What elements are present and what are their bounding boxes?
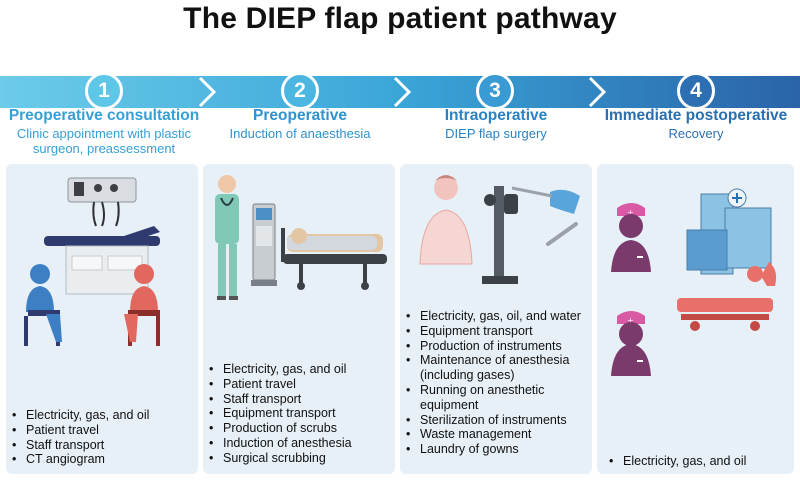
svg-text:+: + <box>627 316 634 325</box>
step-subtitle-4: Recovery <box>668 126 724 141</box>
chevron-2 <box>393 76 412 108</box>
step-subtitle-3: DIEP flap surgery <box>445 126 547 141</box>
induction-illustration <box>215 175 387 300</box>
step-circle-3: 3 <box>476 72 514 110</box>
list-item: Production of scrubs <box>207 421 352 436</box>
step-number-2: 2 <box>294 79 306 102</box>
list-item: Electricity, gas, and oil <box>207 362 352 377</box>
list-preoperative-consultation: Electricity, gas, and oil Patient travel… <box>10 408 149 467</box>
list-item: Induction of anesthesia <box>207 436 352 451</box>
list-item: Electricity, gas, oil, and water <box>404 309 592 324</box>
list-item: Electricity, gas, and oil <box>607 454 746 469</box>
list-item: Electricity, gas, and oil <box>10 408 149 423</box>
step-header-1: Preoperative consultation Clinic appoint… <box>6 107 202 156</box>
list-preoperative: Electricity, gas, and oil Patient travel… <box>207 362 352 466</box>
list-item: Laundry of gowns <box>404 442 592 457</box>
step-heading-1: Preoperative consultation <box>8 107 200 124</box>
svg-text:+: + <box>627 208 634 217</box>
recovery-illustration: + + <box>611 188 777 376</box>
page-title: The DIEP flap patient pathway <box>183 2 617 35</box>
chevron-1 <box>198 76 217 108</box>
list-item: Production of instruments <box>404 339 592 354</box>
step-subtitle-1: Clinic appointment with plastic surgeon,… <box>16 126 192 156</box>
list-item: Maintenance of anesthesia (including gas… <box>404 353 592 383</box>
list-item: Surgical scrubbing <box>207 451 352 466</box>
step-number-1: 1 <box>98 79 110 102</box>
list-item: Staff transport <box>207 392 352 407</box>
step-header-3: Intraoperative DIEP flap surgery <box>398 107 594 141</box>
chevron-3 <box>588 76 607 108</box>
step-heading-2: Preoperative <box>253 107 347 124</box>
list-item: Patient travel <box>10 423 149 438</box>
panel-intraoperative: Electricity, gas, oil, and water Equipme… <box>400 164 592 474</box>
list-immediate-postoperative: Electricity, gas, and oil <box>607 454 746 469</box>
step-circle-2: 2 <box>281 72 319 110</box>
list-item: Staff transport <box>10 438 149 453</box>
panel-preoperative: Electricity, gas, and oil Patient travel… <box>203 164 395 474</box>
step-header-4: Immediate postoperative Recovery <box>598 107 794 141</box>
list-item: Patient travel <box>207 377 352 392</box>
list-intraoperative: Electricity, gas, oil, and water Equipme… <box>404 309 592 457</box>
consultation-illustration <box>24 177 160 346</box>
timeline-band <box>0 76 800 108</box>
step-heading-4: Immediate postoperative <box>604 107 788 124</box>
list-item: Running on anesthetic equipment <box>404 383 592 413</box>
list-item: Sterilization of instruments <box>404 413 592 428</box>
step-circle-4: 4 <box>677 72 715 110</box>
step-heading-3: Intraoperative <box>444 107 548 124</box>
panel-preoperative-consultation: Electricity, gas, and oil Patient travel… <box>6 164 198 474</box>
list-item: Equipment transport <box>404 324 592 339</box>
step-circle-1: 1 <box>85 72 123 110</box>
list-item: Waste management <box>404 427 592 442</box>
step-subtitle-2: Induction of anaesthesia <box>229 126 371 141</box>
step-header-2: Preoperative Induction of anaesthesia <box>202 107 398 141</box>
panel-immediate-postoperative: + + Electricity, gas, and oil <box>597 164 794 474</box>
list-item: CT angiogram <box>10 452 149 467</box>
step-number-4: 4 <box>690 79 702 102</box>
list-item: Equipment transport <box>207 406 352 421</box>
step-number-3: 3 <box>489 79 501 102</box>
surgery-illustration <box>419 175 580 284</box>
